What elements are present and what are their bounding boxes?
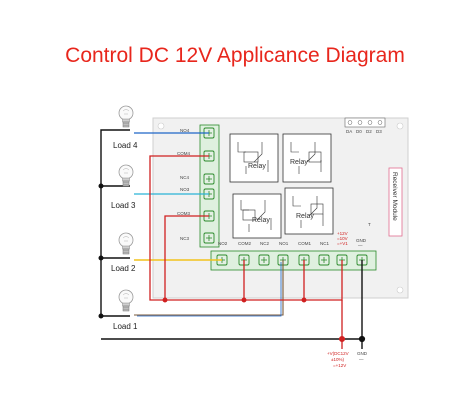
- power-label-line-3: =+12V: [333, 363, 346, 368]
- power-label-line-1: +V(DC12V: [327, 351, 349, 356]
- header-pins: DA D0 D2 D3: [344, 117, 386, 134]
- header-pin-label: D0: [356, 129, 362, 134]
- power-label-line-2: ±10%): [331, 357, 344, 362]
- terminal-label-gnd-mark: —: [358, 243, 363, 248]
- left-terminal-block: [199, 124, 220, 248]
- relay-label: Relay: [296, 213, 314, 220]
- relay-1: Relay: [229, 133, 279, 183]
- gnd-label: GND: [357, 351, 368, 356]
- terminal-label-no4: NO4: [180, 128, 190, 133]
- relay-label: Relay: [290, 159, 308, 166]
- diagram-title: Control DC 12V Applicance Diagram: [65, 44, 405, 67]
- load1-wire: [134, 260, 284, 316]
- terminal-label-nc4: NC4: [180, 175, 189, 180]
- header-pin-label: DA: [346, 129, 352, 134]
- terminal-label-12v: +12V: [337, 231, 348, 236]
- load2-label: Load 2: [111, 264, 136, 273]
- terminal-label-com3: COM3: [177, 211, 190, 216]
- relay-2: Relay: [282, 133, 332, 183]
- load1-wire-blue: [137, 262, 282, 317]
- terminal-label-com4: COM4: [177, 151, 190, 156]
- terminal-label-no3: NO3: [180, 187, 190, 192]
- terminal-label-com1: COM1: [298, 241, 311, 246]
- relay-4: Relay: [284, 187, 334, 235]
- gnd-mark: —: [359, 357, 364, 362]
- receiver-module-label: Receiver Module: [391, 172, 398, 221]
- common-wire: [98, 129, 366, 349]
- terminal-label-nc2: NC2: [260, 241, 269, 246]
- load1-bulb-icon: [118, 289, 134, 312]
- load1-label: Load 1: [113, 322, 138, 331]
- terminal-label-com2: COM2: [238, 241, 251, 246]
- receiver-module: Receiver Module: [388, 167, 403, 237]
- top-right-mark: T: [368, 222, 371, 227]
- terminal-label-12v-tolerance: =10V: [337, 236, 348, 241]
- relay-label: Relay: [248, 163, 266, 170]
- terminal-label-no2: NO2: [218, 241, 228, 246]
- load3-label: Load 3: [111, 201, 136, 210]
- terminal-label-nc1: NC1: [320, 241, 329, 246]
- load4-label: Load 4: [113, 141, 138, 150]
- relay-label: Relay: [252, 217, 270, 224]
- header-pin-label: D2: [366, 129, 372, 134]
- load3-bulb-icon: [118, 164, 134, 187]
- relay-3: Relay: [232, 193, 282, 239]
- terminal-label-no1: NO1: [279, 241, 289, 246]
- load4-bulb-icon: [118, 105, 134, 128]
- supply-wire: [149, 155, 346, 349]
- load2-bulb-icon: [118, 232, 134, 255]
- bottom-terminal-block: [210, 250, 377, 271]
- terminal-label-gnd: GND: [356, 238, 367, 243]
- terminal-label-nc3: NC3: [180, 236, 189, 241]
- terminal-label-12v-v1: =+V1: [337, 241, 348, 246]
- header-pin-label: D3: [376, 129, 382, 134]
